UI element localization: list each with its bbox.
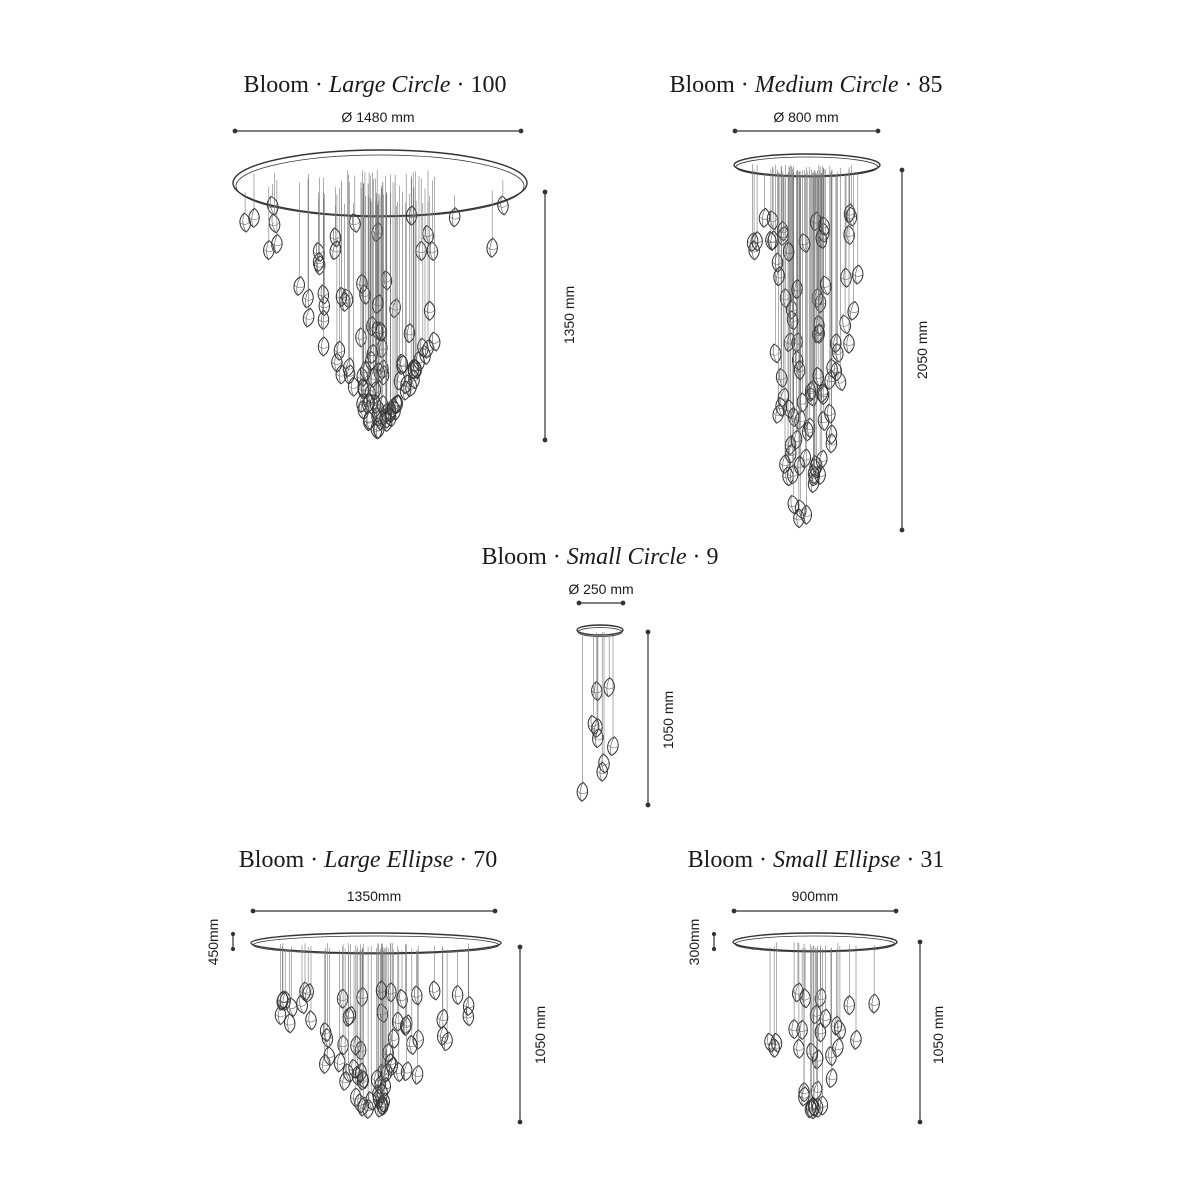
glass-petal xyxy=(830,1037,845,1059)
glass-petal xyxy=(829,1015,844,1037)
glass-petal xyxy=(585,713,602,736)
glass-petal xyxy=(778,453,792,475)
glass-petal xyxy=(355,986,369,1008)
glass-petal xyxy=(785,493,801,516)
width-label-large-circle: Ø 1480 mm xyxy=(341,109,415,125)
glass-petal xyxy=(301,306,316,329)
glass-petal xyxy=(354,1040,367,1061)
width-label-large-ellipse: 1350mm xyxy=(346,888,402,904)
glass-petal xyxy=(410,1064,425,1086)
canopies xyxy=(232,149,898,955)
glass-petal xyxy=(496,194,510,217)
glass-petal xyxy=(774,367,789,389)
glass-petal xyxy=(354,327,368,348)
glass-petal xyxy=(845,299,861,322)
glass-petal xyxy=(409,984,424,1007)
glass-petal xyxy=(832,370,848,393)
glass-petal xyxy=(363,1090,379,1112)
glass-petal xyxy=(843,333,855,354)
fixture-drawing-small-ellipse xyxy=(762,942,881,1121)
glass-petal xyxy=(427,979,442,1002)
glass-petal xyxy=(792,1038,806,1059)
glass-petal xyxy=(266,212,283,235)
glass-petal xyxy=(839,267,853,289)
fixture-drawing-large-circle xyxy=(238,170,510,441)
glass-petal xyxy=(602,676,616,698)
glass-petal xyxy=(284,996,300,1018)
glass-petal xyxy=(485,237,499,259)
glass-petal xyxy=(605,735,621,757)
glass-petal xyxy=(575,781,589,803)
glass-petal xyxy=(849,1029,863,1051)
title-small-circle: Bloom · Small Circle · 9 xyxy=(481,544,719,570)
title-large-circle: Bloom · Large Circle · 100 xyxy=(243,72,507,98)
glass-petal xyxy=(796,1019,808,1040)
glass-petal xyxy=(336,988,349,1009)
glass-petal xyxy=(387,1028,401,1050)
dimension-lines xyxy=(230,128,923,1125)
glass-petal xyxy=(318,1053,332,1075)
glass-petal xyxy=(385,982,397,1003)
glass-petal xyxy=(824,1067,839,1089)
width-label-small-ellipse: 900mm xyxy=(791,888,839,904)
glass-petal xyxy=(788,1019,800,1040)
glass-petal xyxy=(868,993,881,1014)
title-small-ellipse: Bloom · Small Ellipse · 31 xyxy=(687,847,945,873)
glass-petal xyxy=(262,239,275,261)
glass-petal xyxy=(294,993,310,1016)
width-label-medium-circle: Ø 800 mm xyxy=(773,109,839,125)
glass-petal xyxy=(451,984,464,1006)
width-label-small-circle: Ø 250 mm xyxy=(568,581,634,597)
glass-petal xyxy=(830,341,845,364)
glass-petal xyxy=(818,274,834,297)
fixture-drawing-medium-circle xyxy=(745,164,865,529)
fixture-drawing-large-ellipse xyxy=(274,943,476,1120)
glass-petal xyxy=(317,336,330,357)
glass-petal xyxy=(843,995,856,1016)
glass-petal xyxy=(304,1009,318,1031)
title-large-ellipse: Bloom · Large Ellipse · 70 xyxy=(238,847,498,873)
glass-petal xyxy=(327,239,343,262)
title-medium-circle: Bloom · Medium Circle · 85 xyxy=(669,72,943,98)
glass-petal xyxy=(439,1030,455,1053)
glass-petal xyxy=(423,300,436,321)
glass-petal xyxy=(768,342,783,365)
fixture-drawing-small-circle xyxy=(575,632,621,803)
glass-petal xyxy=(292,275,307,297)
glass-petal xyxy=(336,1034,350,1056)
glass-petal xyxy=(427,330,442,353)
